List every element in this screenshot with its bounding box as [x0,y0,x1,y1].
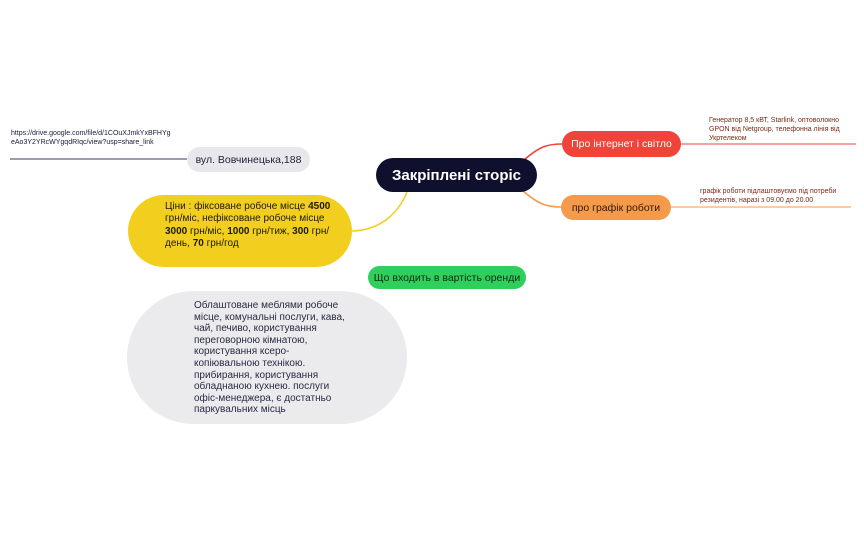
topic-address[interactable]: вул. Вовчинецька,188 [187,147,310,172]
central-topic-label: Закріплені сторіс [391,166,522,184]
included-services-details[interactable]: Облаштоване меблями робоче місце, комуна… [127,291,407,424]
prices-text-6: грн/год [203,237,239,249]
prices-text-2: грн/міс, нефіксоване робоче місце [165,213,325,225]
topic-schedule[interactable]: про графік роботи [561,195,671,220]
prices-text-5: грн/день, [165,225,330,249]
address-map-link[interactable]: https://drive.google.com/file/d/1COuXJmk… [11,130,171,146]
central-topic[interactable]: Закріплені сторіс [376,158,537,192]
topic-included-in-rent[interactable]: Що входить в вартість оренди [368,266,526,289]
prices-text-1: Ціни : фіксоване робоче місце [165,201,309,212]
price-hour: 70 [192,237,204,249]
topic-internet-power-label: Про інтернет і світло [571,138,672,150]
topic-prices[interactable]: Ціни : фіксоване робоче місце 4500 грн/м… [128,195,352,267]
topic-included-in-rent-label: Що входить в вартість оренди [373,271,521,284]
included-services-text: Облаштоване меблями робоче місце, комуна… [194,300,345,416]
connector-root-internet [523,143,563,161]
price-week: 1000 [227,225,250,237]
internet-power-note: Генератор 8,5 кВТ, Starlink, оптоволокно… [709,117,840,142]
price-fixed-desk: 4500 [308,201,331,212]
price-flex-desk: 3000 [165,225,188,237]
price-day: 300 [292,225,309,237]
topic-address-label: вул. Вовчинецька,188 [195,153,302,166]
connector-root-schedule [521,189,562,208]
topic-internet-power[interactable]: Про інтернет і світло [562,131,681,157]
schedule-note: графік роботи підлаштовуємо під потреби … [700,188,837,204]
prices-text-3: грн/міс, [187,225,228,237]
connector-root-prices [351,191,408,232]
topic-schedule-label: про графік роботи [571,201,661,214]
prices-text-4: грн/тиж, [249,225,293,237]
